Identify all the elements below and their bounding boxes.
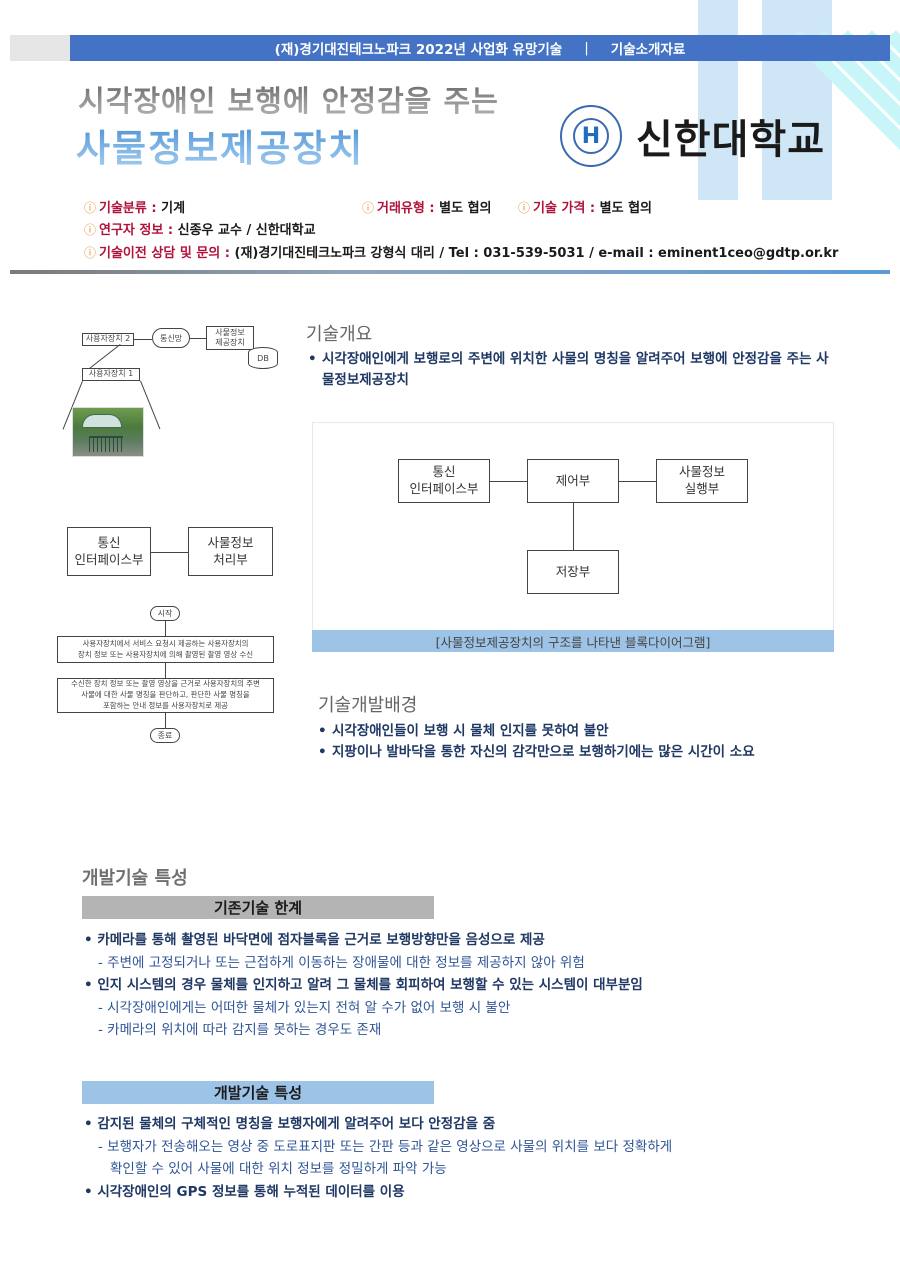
node-user-device-1: 사용자장치 1	[82, 368, 140, 381]
header-org-line: (재)경기대진테크노파크 2022년 사업화 유망기술	[274, 42, 563, 58]
band-dev-features: 개발기술 특성	[82, 1081, 434, 1104]
limits-list: • 카메라를 통해 촬영된 바닥면에 점자블록을 근거로 보행방향만을 음성으로…	[84, 929, 643, 1042]
node-database-icon: DB	[248, 347, 278, 369]
info-icon: ⓘ	[84, 246, 97, 260]
module-comm-interface: 통신 인터페이스부	[67, 527, 151, 576]
block-control: 제어부	[527, 459, 619, 503]
dev-item: • 시각장애인의 GPS 정보를 통해 누적된 데이터를 이용	[84, 1183, 405, 1200]
flow-step-receive: 사용자장치에서 서비스 요청시 제공하는 사용자장치의 장치 정보 또는 사용자…	[57, 636, 274, 663]
background-bullets: •시각장애인들이 보행 시 물체 인지를 못하여 불안 •지팡이나 발바닥을 통…	[318, 721, 848, 763]
title-subtitle: 시각장애인 보행에 안정감을 주는	[78, 78, 499, 120]
block-comm-interface: 통신 인터페이스부	[398, 459, 490, 503]
node-info-server: 사물정보 제공장치	[206, 326, 254, 350]
block-storage: 저장부	[527, 550, 619, 594]
background-bullet: 지팡이나 발바닥을 통한 자신의 감각만으로 보행하기에는 많은 시간이 소요	[332, 744, 755, 760]
header-accent-block	[10, 35, 70, 61]
info-icon: ⓘ	[518, 201, 531, 215]
section-title-features: 개발기술 특성	[82, 868, 188, 889]
block-diagram-caption: [사물정보제공장치의 구조를 나타낸 블록다이어그램]	[312, 630, 834, 652]
info-icon: ⓘ	[362, 201, 375, 215]
band-existing-limits: 기존기술 한계	[82, 896, 434, 919]
flow-connector	[165, 621, 166, 636]
university-emblem-icon: H	[560, 105, 622, 167]
connector	[490, 481, 527, 482]
module-info-processor: 사물정보 처리부	[188, 527, 273, 576]
header-doc-type: 기술소개자료	[610, 42, 686, 58]
university-name: 신한대학교	[636, 117, 825, 163]
street-photo	[72, 407, 144, 457]
info-icon: ⓘ	[84, 223, 97, 237]
limits-subitem: - 카메라의 위치에 따라 감지를 못하는 경우도 존재	[98, 1022, 382, 1038]
info-icon: ⓘ	[84, 201, 97, 215]
dev-subitem: 확인할 수 있어 사물에 대한 위치 정보를 정밀하게 파악 가능	[110, 1161, 447, 1177]
title-main: 사물정보제공장치	[76, 118, 364, 172]
section-title-background: 기술개발배경	[318, 695, 418, 716]
flow-connector	[165, 663, 166, 678]
connector	[619, 481, 656, 482]
overview-bullet: 시각장애인에게 보행로의 주변에 위치한 사물의 명칭을 알려주어 보행에 안정…	[322, 351, 829, 388]
flow-step-provide: 수신한 장치 정보 또는 촬영 영상을 근거로 사용자장치의 주변 사물에 대한…	[57, 678, 274, 713]
university-logo: H 신한대학교	[560, 105, 825, 167]
header-separator: |	[584, 40, 589, 56]
dev-item: • 감지된 물체의 구체적인 명칭을 보행자에게 알려주어 보다 안정감을 줌	[84, 1116, 496, 1132]
dev-subitem: - 보행자가 전송해오는 영상 중 도로표지판 또는 간판 등과 같은 영상으로…	[98, 1138, 673, 1155]
flow-connector	[165, 713, 166, 728]
connector	[151, 552, 188, 553]
limits-subitem: - 시각장애인에게는 어떠한 물체가 있는지 전혀 알 수가 없어 보행 시 불…	[98, 999, 511, 1016]
block-info-executor: 사물정보 실행부	[656, 459, 748, 503]
connector	[134, 339, 152, 340]
limits-item: • 인지 시스템의 경우 물체를 인지하고 알려 그 물체를 회피하여 보행할 …	[84, 977, 643, 993]
connector	[573, 503, 574, 550]
dev-features-list: • 감지된 물체의 구체적인 명칭을 보행자에게 알려주어 보다 안정감을 줌 …	[84, 1113, 672, 1203]
node-user-device-2: 사용자장치 2	[82, 333, 134, 346]
header-bar: (재)경기대진테크노파크 2022년 사업화 유망기술 | 기술소개자료	[70, 35, 890, 61]
background-bullet: 시각장애인들이 보행 시 물체 인지를 못하여 불안	[332, 723, 609, 739]
decorative-stripe	[698, 0, 738, 200]
header-divider	[10, 270, 890, 274]
limits-item: • 카메라를 통해 촬영된 바닥면에 점자블록을 근거로 보행방향만을 음성으로…	[84, 932, 545, 948]
overview-bullets: •시각장애인에게 보행로의 주변에 위치한 사물의 명칭을 알려주어 보행에 안…	[308, 349, 838, 391]
section-title-overview: 기술개요	[306, 324, 373, 345]
node-network-cloud: 통신망	[152, 328, 190, 348]
limits-subitem: - 주변에 고정되거나 또는 근접하게 이동하는 장애물에 대한 정보를 제공하…	[98, 954, 585, 971]
flow-start: 시작	[150, 606, 180, 621]
connector	[190, 338, 206, 339]
connector	[88, 344, 121, 370]
flow-end: 종료	[150, 728, 180, 743]
